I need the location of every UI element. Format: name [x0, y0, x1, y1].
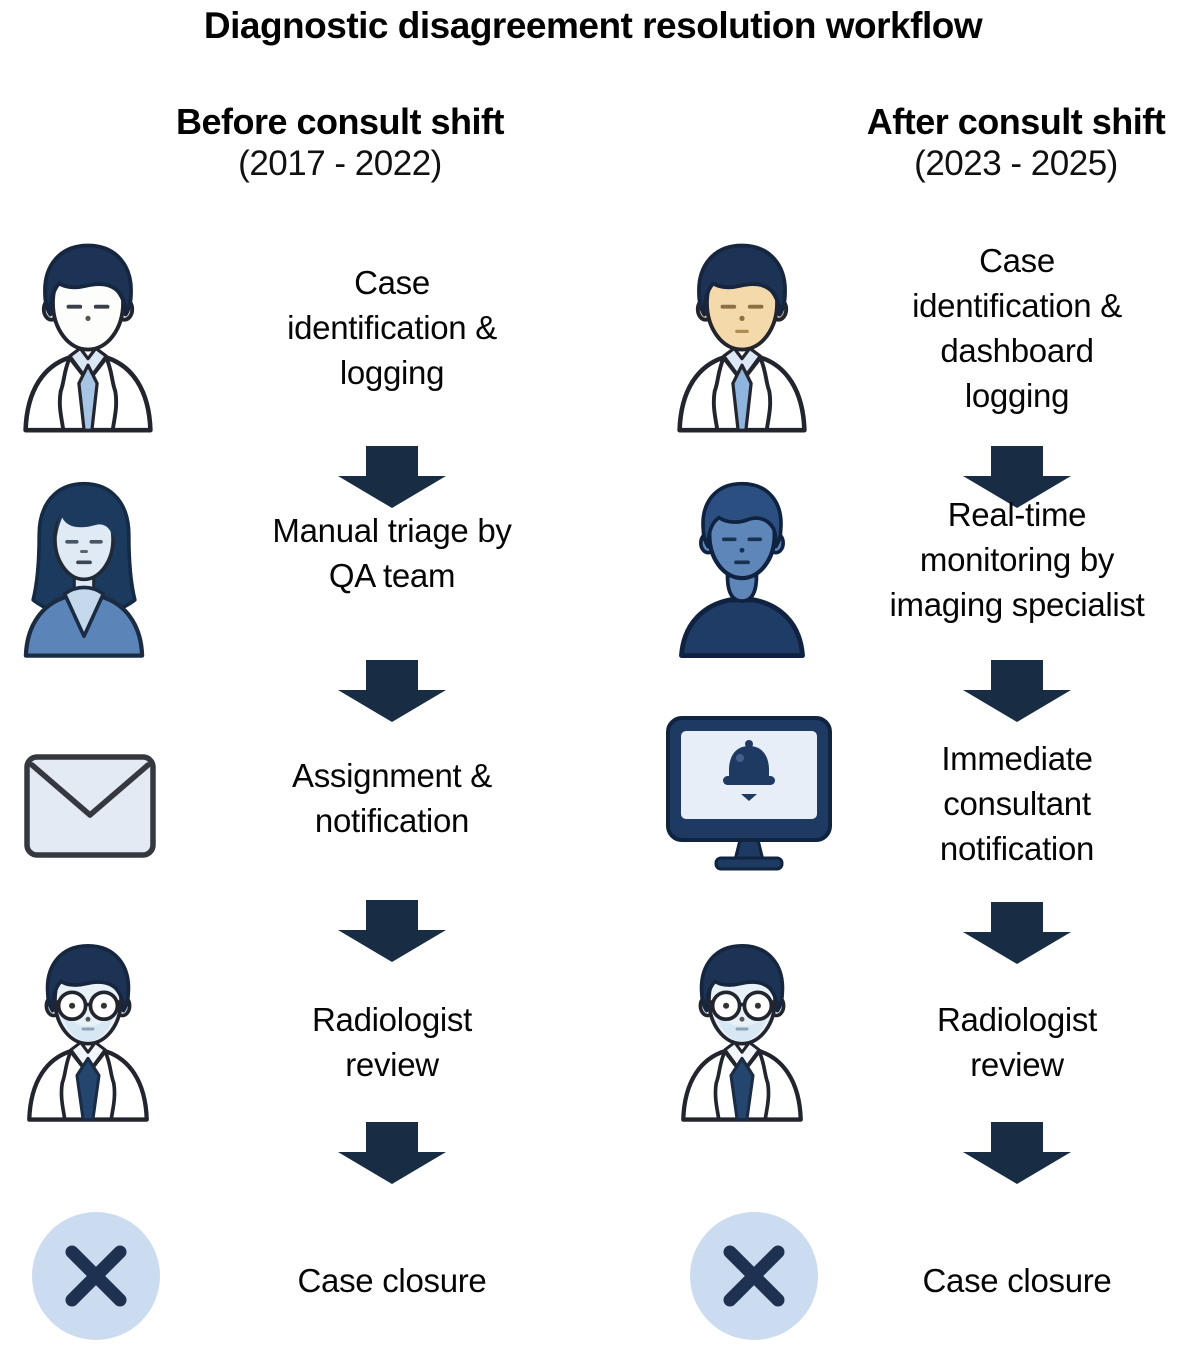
arrow-down-icon — [963, 902, 1071, 964]
imaging-specialist-icon — [666, 474, 818, 658]
case-closure-x-icon — [688, 1210, 820, 1342]
case-closure-x-icon — [30, 1210, 162, 1342]
arrow-down-icon — [338, 660, 446, 722]
step-label: Radiologist review — [312, 1001, 472, 1083]
step-label: Real-time monitoring by imaging speciali… — [889, 496, 1145, 623]
monitor-alert-icon — [664, 716, 834, 878]
arrow-down-icon — [963, 1122, 1071, 1184]
qa-team-member-icon — [8, 474, 160, 658]
step-label: Assignment & notification — [292, 757, 492, 839]
arrow-down-icon — [963, 660, 1071, 722]
envelope-icon — [22, 751, 158, 861]
step-label: Case identification & dashboard logging — [912, 242, 1122, 414]
arrow-down-icon — [338, 900, 446, 962]
step-label: Case closure — [922, 1262, 1112, 1299]
column-header-before-label: Before consult shift — [175, 101, 505, 142]
radiologist-icon — [666, 936, 818, 1122]
column-header-after-period: (2023 - 2025) — [914, 144, 1118, 183]
step-label: Case identification & logging — [287, 264, 497, 391]
column-header-before: Before consult shift (2017 - 2022) — [155, 100, 525, 184]
arrow-down-icon — [338, 446, 446, 508]
page-title: Diagnostic disagreement resolution workf… — [203, 5, 983, 46]
arrow-down-icon — [338, 1122, 446, 1184]
column-header-after: After consult shift (2023 - 2025) — [831, 100, 1186, 184]
step-label: Immediate consultant notification — [939, 740, 1095, 867]
column-header-before-period: (2017 - 2022) — [238, 144, 442, 183]
step-label: Case closure — [297, 1262, 487, 1299]
doctor-icon — [664, 234, 820, 434]
doctor-icon — [10, 234, 166, 434]
step-label: Radiologist review — [937, 1001, 1097, 1083]
column-header-after-label: After consult shift — [866, 101, 1166, 142]
radiologist-icon — [12, 936, 164, 1122]
step-label: Manual triage by QA team — [272, 512, 512, 594]
arrow-down-icon — [963, 446, 1071, 508]
